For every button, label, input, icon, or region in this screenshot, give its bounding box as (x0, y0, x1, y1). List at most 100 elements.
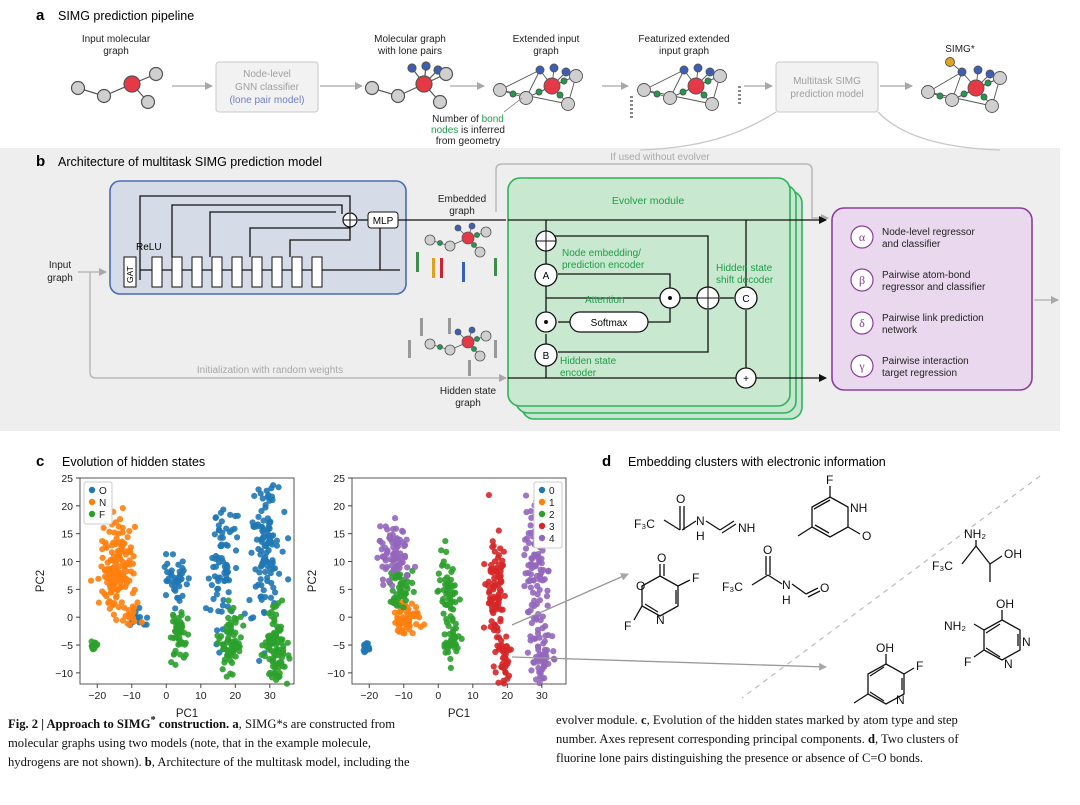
scatter-point (536, 651, 543, 658)
scatter-point (395, 561, 402, 568)
scatter-point (399, 528, 407, 535)
scatter-point (130, 553, 137, 560)
head-label-line: target regression (882, 368, 957, 379)
y-tick: −5 (333, 640, 352, 652)
scatter-point (481, 560, 488, 568)
random-init-line (89, 272, 507, 382)
scatter-point (401, 590, 408, 598)
scatter-point (542, 632, 549, 639)
scatter-point (255, 486, 262, 493)
mlp-label: MLP (373, 216, 394, 227)
panel-c-title: Evolution of hidden states (62, 455, 205, 469)
hidden-encoder-label-2: encoder (560, 368, 597, 379)
scatter-point (172, 587, 179, 594)
scatter-point (217, 509, 224, 516)
panel-b-title: Architecture of multitask SIMG predictio… (58, 155, 322, 169)
scatter-point (538, 667, 545, 674)
scatter-point (283, 680, 291, 687)
legend-frame (533, 481, 563, 549)
scatter-point (489, 538, 496, 545)
scatter-point (119, 524, 126, 531)
extended-graph-drawing (493, 63, 583, 111)
scatter-point (258, 593, 265, 600)
legend-marker (88, 486, 96, 494)
scatter-point (545, 567, 552, 574)
caption-right-line-1: evolver module. c, Evolution of the hidd… (556, 713, 958, 727)
scatter-point (394, 627, 401, 634)
scatter-point (403, 536, 410, 543)
scatter-point (102, 567, 109, 574)
scatter-point (445, 622, 452, 630)
scatter-point (394, 614, 401, 621)
m2-f: F (826, 473, 833, 487)
y-tick-label: 15 (333, 529, 345, 541)
scatter-point (257, 563, 265, 570)
scatter-point (100, 524, 107, 532)
relu-label: ReLU (136, 242, 162, 253)
scatter-point (174, 594, 181, 601)
scatter-point (119, 617, 126, 624)
scatter-point (417, 623, 424, 630)
scatter-point (232, 564, 240, 572)
x-tick: 20 (229, 684, 241, 702)
scatter-point (498, 641, 505, 649)
scatter-point (387, 535, 394, 542)
scatter-point (129, 590, 137, 597)
hidden-state-graph-label-1: Hidden state (440, 386, 497, 397)
scatter-point (180, 654, 187, 661)
m7-nh2: NH₂ (944, 619, 966, 633)
x-tick-label: −20 (360, 690, 378, 702)
evolver-dot-op-left (535, 311, 557, 333)
scatter-point (207, 606, 214, 614)
scatter-point (248, 615, 255, 622)
scatter-point (543, 652, 550, 659)
y-tick: 25 (61, 473, 80, 485)
scatter-point (221, 577, 228, 585)
scatter-point (270, 584, 277, 591)
scatter-point (219, 534, 226, 541)
scatter-point (540, 660, 547, 668)
scatter-point (397, 580, 404, 587)
scatter-point (260, 587, 267, 594)
m5-oh: OH (1004, 547, 1022, 561)
plus-label: + (743, 374, 749, 385)
y-tick-label: 15 (61, 529, 73, 541)
scatter-point (162, 551, 170, 558)
gnn-classifier-box: Node-level GNN classifier (lone pair mod… (215, 61, 319, 113)
scatter-point (522, 570, 529, 577)
legend-label: N (99, 498, 106, 509)
scatter-point (215, 608, 222, 615)
scatter-point (113, 616, 120, 624)
scatter-point (246, 596, 253, 604)
scatter-point (237, 613, 244, 620)
scatter-point (258, 507, 265, 515)
scatter-point (551, 656, 558, 663)
scatter-point (450, 626, 457, 633)
y-tick: −10 (55, 668, 80, 680)
scatter-point (411, 563, 419, 570)
scatter-point (381, 554, 388, 562)
scatter-point (527, 522, 534, 529)
scatter-point (172, 605, 179, 612)
scatter-point (277, 649, 285, 657)
scatter-point (458, 635, 465, 642)
scatter-point (488, 566, 495, 573)
extended-graph-label-1: Extended input (513, 34, 580, 45)
head-label-line: Pairwise link prediction (882, 313, 984, 324)
without-evolver-text: If used without evolver (610, 152, 710, 163)
lone-pair-graph-drawing (364, 61, 454, 110)
scatter-point (223, 623, 230, 630)
head-symbol-circle (850, 268, 874, 292)
scatter-point (124, 559, 131, 567)
bond-note-prefix: Number of (432, 114, 481, 125)
scatter-point (215, 578, 222, 585)
concat-op-icon (342, 212, 358, 228)
scatter-point (498, 663, 505, 671)
scatter-point (271, 603, 278, 611)
legend-label: 3 (549, 522, 555, 533)
gnn-box-line-3: (lone pair model) (229, 95, 304, 106)
scatter-point (392, 619, 399, 626)
scatter-point (380, 581, 387, 588)
